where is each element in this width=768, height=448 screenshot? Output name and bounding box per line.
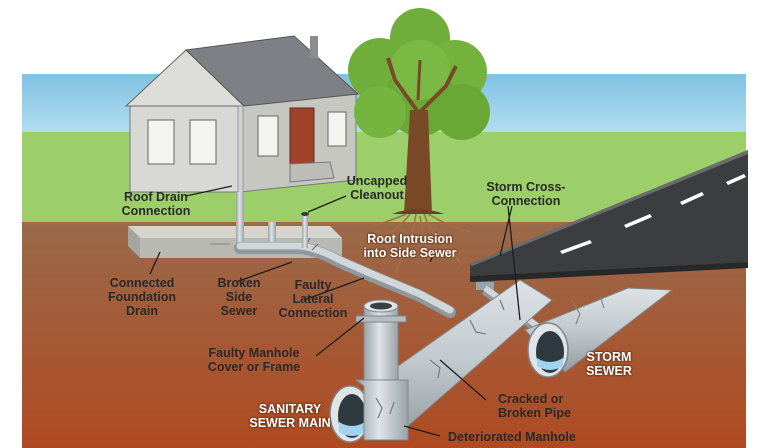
label-faulty-manhole-cover: Faulty Manhole Cover or Frame [207,346,301,374]
storm-sewer-pipe [524,287,674,378]
tree-icon [348,8,490,214]
side-sewer-pipe [234,237,456,318]
label-uncapped-cleanout: Uncapped Cleanout [346,174,408,202]
leader-lines [149,185,521,437]
label-faulty-lateral-connection: Faulty Lateral Connection [278,278,348,320]
road [470,150,748,290]
manhole [354,299,409,441]
label-storm-cross-connection: Storm Cross- Connection [486,180,566,208]
uncapped-cleanout [301,212,309,248]
label-deteriorated-manhole: Deteriorated Manhole [448,430,576,444]
label-sanitary-sewer-main: SANITARY SEWER MAIN [249,402,331,430]
label-root-intrusion: Root Intrusion into Side Sewer [363,232,457,260]
tree-roots [361,213,471,271]
label-broken-side-sewer: Broken Side Sewer [217,276,261,318]
label-connected-foundation-drain: Connected Foundation Drain [107,276,177,318]
house-icon [124,35,360,195]
label-roof-drain-connection: Roof Drain Connection [121,190,191,218]
label-storm-sewer: STORM SEWER [586,350,632,378]
label-cracked-broken-pipe: Cracked or Broken Pipe [498,392,571,420]
roof-drain-pipe [236,192,276,252]
